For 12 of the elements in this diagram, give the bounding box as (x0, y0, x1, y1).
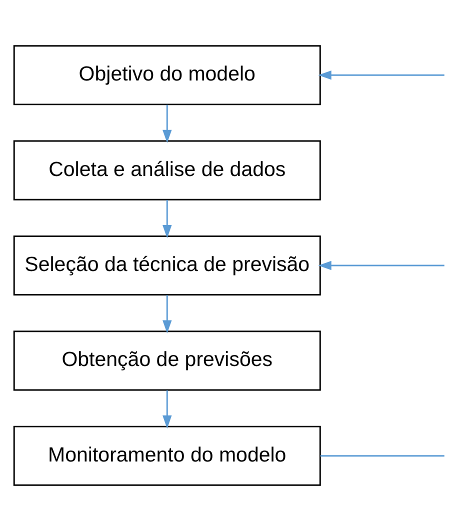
node-box: Obtenção de previsões (13, 330, 321, 391)
arrow (162, 200, 172, 238)
node-box: Monitoramento do modelo (13, 426, 321, 486)
arrow (162, 390, 172, 429)
arrow (318, 70, 444, 80)
node-box: Objetivo do modelo (13, 45, 321, 106)
node-box: Seleção da técnica de previsão (13, 235, 321, 296)
connector (320, 455, 444, 457)
arrow (162, 104, 172, 144)
arrow (318, 260, 444, 270)
node-box: Coleta e análise de dados (13, 140, 321, 200)
arrow (162, 295, 172, 334)
